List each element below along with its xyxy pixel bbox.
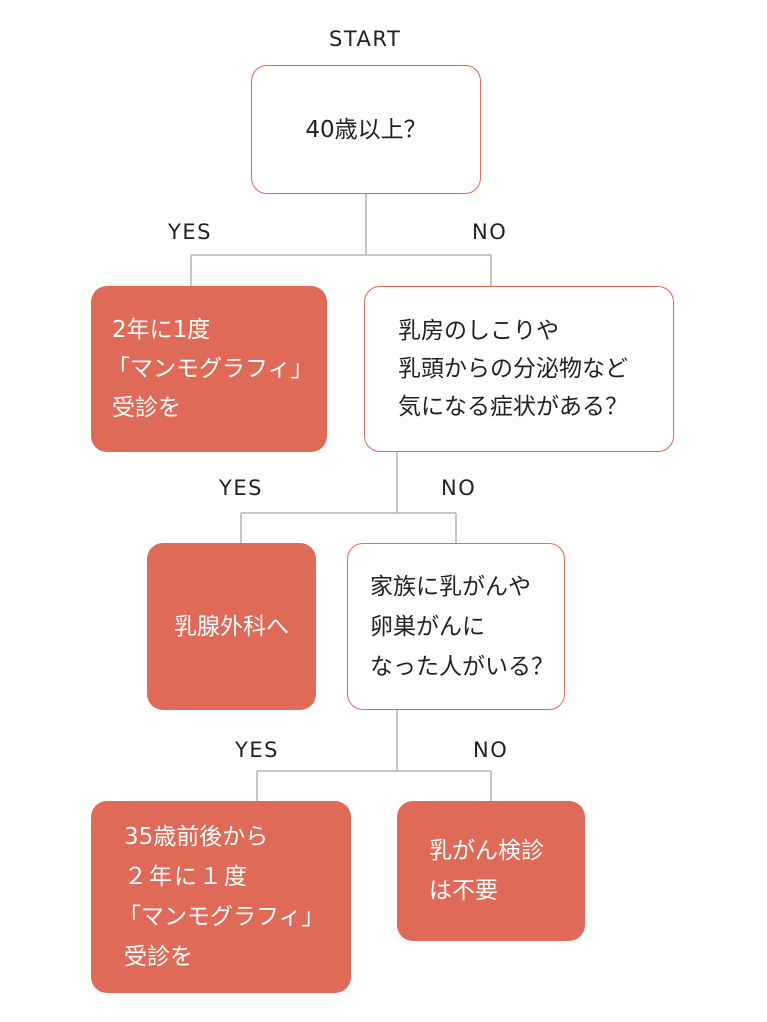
q1-no-label: NO bbox=[472, 220, 508, 244]
question-symptom-box: 乳房のしこりや 乳頭からの分泌物など 気になる症状がある？ bbox=[364, 286, 674, 452]
answer-no-screening-line-1: 乳がん検診 bbox=[429, 838, 544, 864]
q2-yes-label: YES bbox=[219, 476, 263, 500]
question-family-history-line-2: 卵巣がんに bbox=[370, 613, 485, 640]
answer-breast-surgery-text: 乳腺外科へ bbox=[174, 613, 289, 640]
question-age-box: 40歳以上？ bbox=[251, 65, 481, 194]
q2-no-label: NO bbox=[441, 476, 477, 500]
q1-yes-label: YES bbox=[168, 220, 212, 244]
question-symptom-line-2: 乳頭からの分泌物など bbox=[398, 356, 628, 382]
q3-yes-label: YES bbox=[235, 738, 279, 762]
answer-early-mammography-line-2: ２年に１度 bbox=[124, 864, 249, 890]
answer-no-screening-box: 乳がん検診 は不要 bbox=[397, 801, 585, 941]
answer-mammography-line-1: 2年に1度 bbox=[112, 316, 211, 343]
question-symptom-line-3: 気になる症状がある？ bbox=[398, 394, 628, 420]
answer-early-mammography-line-1: 35歳前後から bbox=[124, 824, 269, 850]
answer-no-screening-line-2: は不要 bbox=[429, 878, 498, 904]
question-family-history-line-1: 家族に乳がんや bbox=[370, 573, 531, 600]
answer-early-mammography-line-4: 受診を bbox=[124, 944, 193, 970]
question-family-history-box: 家族に乳がんや 卵巣がんに なった人がいる？ bbox=[347, 543, 565, 710]
question-family-history-line-3: なった人がいる？ bbox=[370, 653, 554, 680]
answer-early-mammography-line-3: 「マンモグラフィ」 bbox=[118, 904, 325, 930]
answer-early-mammography-box: 35歳前後から ２年に１度 「マンモグラフィ」 受診を bbox=[91, 801, 351, 993]
question-symptom-line-1: 乳房のしこりや bbox=[398, 318, 559, 344]
answer-breast-surgery-box: 乳腺外科へ bbox=[147, 543, 316, 710]
q3-no-label: NO bbox=[473, 738, 509, 762]
answer-mammography-line-3: 受診を bbox=[112, 394, 181, 421]
answer-mammography-line-2: 「マンモグラフィ」 bbox=[107, 355, 314, 382]
start-label: START bbox=[329, 27, 402, 51]
question-age-text: 40歳以上？ bbox=[305, 116, 427, 143]
answer-mammography-box: 2年に1度 「マンモグラフィ」 受診を bbox=[91, 286, 327, 452]
